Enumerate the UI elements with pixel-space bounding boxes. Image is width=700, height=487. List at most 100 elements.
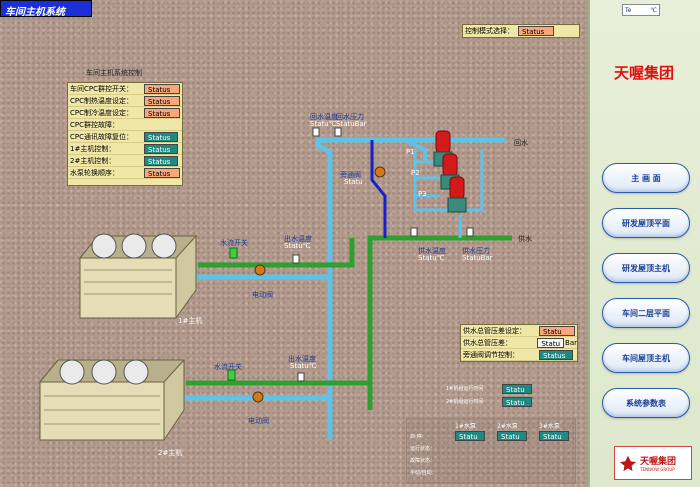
pump-header: 1#水泵 [455, 423, 476, 430]
control-row: 2#主机控制：Status [68, 155, 182, 167]
label-chiller-1: 1#主机 [178, 317, 203, 325]
control-row-value[interactable]: Status [144, 167, 180, 178]
label-flow-switch-1: 水流开关 [220, 239, 248, 247]
readout-bypass: Statu [344, 178, 363, 186]
label-return-temp: 回水温度 [310, 113, 338, 121]
logo-name: 天喔集团 [640, 457, 677, 467]
supply-temp-sensor [410, 227, 418, 237]
readout-return-pressure: StatuBar [336, 120, 367, 128]
flow-switch-1-icon [229, 247, 238, 259]
runtime-row: 1#机组运行时间 Statu [446, 382, 566, 395]
pump-status-panel: 1#水泵 2#水泵 3#水泵启 停： 运行状态： 故障状态： 手动/自动： Statu Sta… [406, 418, 576, 484]
mode-select[interactable]: 控制模式选择： Status [462, 24, 580, 38]
pressure-row-value[interactable]: Status [539, 349, 573, 360]
control-row: 1#主机控制： Status [68, 143, 182, 155]
control-row: CPC制冷温度设定： Status [68, 107, 182, 119]
bypass-valve-icon [374, 166, 386, 178]
control-row-label: CPC制冷温度设定： [70, 108, 133, 117]
control-row-value[interactable]: Status [144, 143, 178, 154]
pressure-row-label: 供水总管压差设定： [463, 326, 526, 335]
outlet-temp-2-sensor [297, 372, 305, 382]
supply-pressure-sensor [466, 227, 474, 237]
pump-header: 2#水泵 [497, 423, 518, 430]
sidebar: Te ℃ 天喔集团 主 画 面研发屋顶平面研发屋顶主机车间二层平面车间屋顶主机系… [588, 0, 700, 487]
pump-header: 3#水泵 [539, 423, 560, 430]
control-row: CPC制热温度设定：Status [68, 95, 182, 107]
runtime-row: 2#机组运行时间 Statu [446, 395, 566, 408]
control-row-label: 1#主机控制： [70, 144, 116, 153]
return-pipe-to-pumps [404, 138, 427, 160]
runtime-value: Statu [502, 383, 532, 394]
label-flow-switch-2: 水流开关 [214, 363, 242, 371]
bypass-pipe [370, 140, 387, 238]
pressure-row: 旁通阀调节控制：Status [461, 349, 577, 361]
brand-title: 天喔集团 [614, 64, 675, 82]
label-pump2: P2 [411, 169, 420, 177]
nav-button-4[interactable]: 车间二层平面 [602, 298, 690, 328]
runtime-label: 2#机组运行时间 [446, 399, 484, 405]
pump-row-label: 运行状态： [410, 446, 436, 452]
control-row-label: CPC通讯故障复位： [70, 132, 133, 141]
nav-button-6[interactable]: 系统参数表 [602, 388, 690, 418]
label-return-pressure: 回水压力 [336, 113, 364, 121]
control-row-label: CPC群控故障： [70, 120, 119, 129]
runtime-value: Statu [502, 396, 532, 407]
mode-select-label: 控制模式选择： [465, 27, 514, 35]
control-row-label: 车间CPC群控开关： [70, 84, 133, 93]
temperature-display: Te ℃ [622, 4, 660, 16]
nav-button-3[interactable]: 研发屋顶主机 [602, 253, 690, 283]
label-supply-temp: 供水温度 [418, 247, 446, 255]
return-pressure-sensor [334, 127, 342, 137]
nav-button-1[interactable]: 主 画 面 [602, 163, 690, 193]
chiller-1[interactable] [78, 233, 198, 319]
return-temp-sensor [312, 127, 320, 137]
control-row: 水泵轮换顺序： Status [68, 167, 182, 179]
control-row: 车间CPC群控开关： Status [68, 83, 182, 95]
label-supply-pressure: 供水压力 [462, 247, 490, 255]
chiller-2[interactable] [38, 359, 186, 441]
control-row-value[interactable]: Status [144, 83, 180, 94]
supply-pipe [367, 235, 512, 410]
control-row: CPC通讯故障复位： Status [68, 131, 182, 143]
pump-start-value[interactable]: Statu [455, 431, 485, 441]
pump-row-label: 启 停： [410, 434, 427, 440]
label-chiller-2: 2#主机 [158, 449, 183, 457]
control-row-value[interactable]: Status [144, 155, 178, 166]
pump-row-label: 手动/自动： [410, 470, 437, 476]
schematic-canvas: 车间主机系统 控制模式选择： Status 车间主机系统控制 车间CPC群控开关… [0, 0, 588, 487]
outlet-temp-1-sensor [292, 254, 300, 264]
logo-mark-icon [619, 455, 637, 472]
nav-button-5[interactable]: 车间屋顶主机 [602, 343, 690, 373]
control-row-value[interactable]: Status [144, 131, 178, 142]
pressure-row: 供水总管压差设定： Statu [461, 325, 577, 337]
control-row-value[interactable]: Status [144, 107, 180, 118]
label-outlet-temp-1: 出水温度 [284, 235, 312, 243]
pump-p3[interactable] [447, 176, 467, 213]
label-outlet-temp-2: 出水温度 [288, 355, 316, 363]
label-motor-valve-2: 电动阀 [248, 417, 269, 425]
supply-pipe-chiller1 [198, 238, 355, 268]
motor-valve-2-icon [252, 391, 264, 403]
readout-outlet-2: Statu℃ [290, 362, 317, 370]
control-row-value[interactable]: Status [144, 95, 180, 106]
pressure-row-value[interactable]: Statu [537, 337, 565, 348]
label-bypass-valve: 旁通阀 [340, 171, 361, 179]
control-panel-title: 车间主机系统控制 [86, 69, 142, 77]
label-supply-water: 供水 [518, 235, 532, 243]
window-title: 车间主机系统 [0, 0, 92, 18]
pump-start-value[interactable]: Statu [539, 431, 569, 441]
nav-button-2[interactable]: 研发屋顶平面 [602, 208, 690, 238]
pump-row-label: 故障状态： [410, 458, 436, 464]
mode-select-value[interactable]: Status [518, 26, 554, 36]
runtime-label: 1#机组运行时间 [446, 386, 484, 392]
control-row-label: 水泵轮换顺序： [70, 168, 119, 177]
company-logo: 天喔集团 TENWOW GROUP [614, 446, 692, 480]
pressure-row-unit: Bar [565, 338, 577, 347]
readout-supply-temp: Statu℃ [418, 254, 445, 262]
pressure-row-value[interactable]: Statu [539, 325, 575, 336]
pressure-row-label: 供水总管压差： [463, 338, 512, 347]
pump-start-value[interactable]: Statu [497, 431, 527, 441]
